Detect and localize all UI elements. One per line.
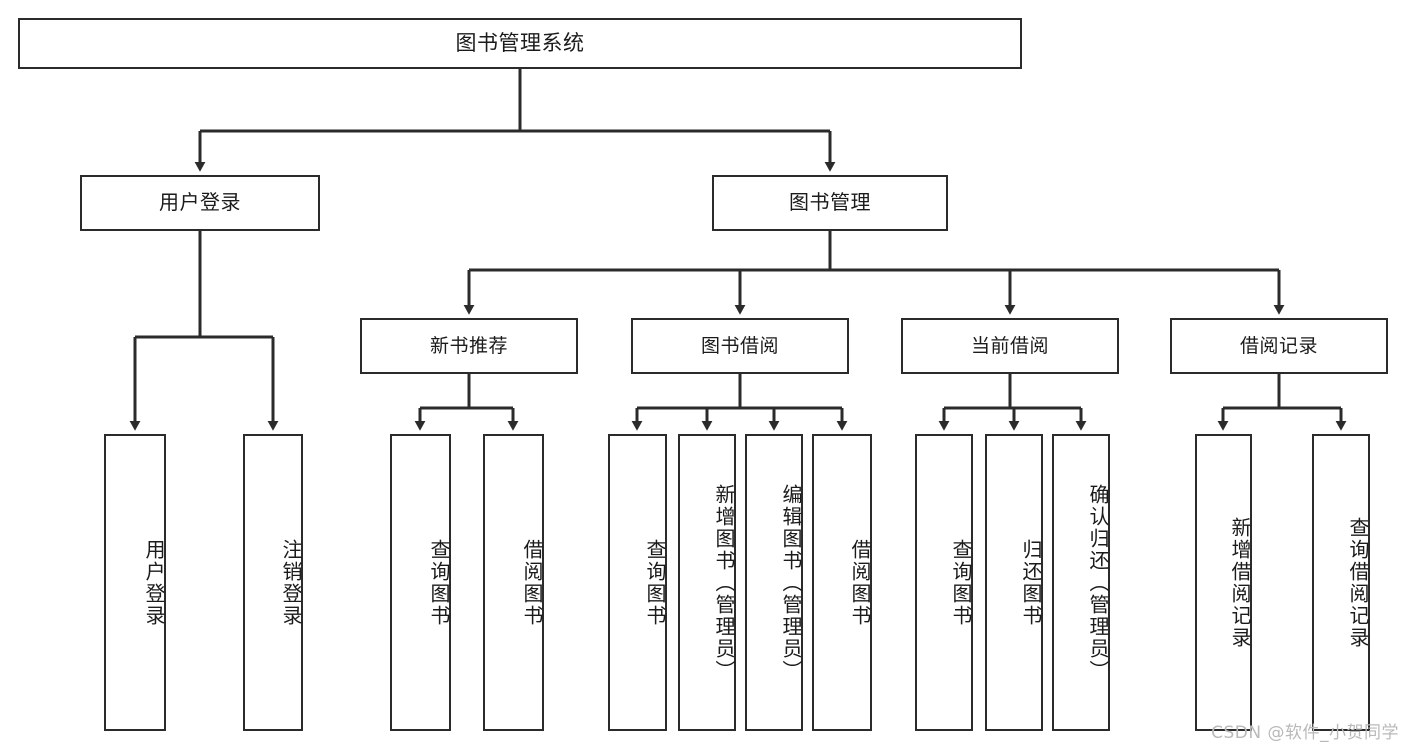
node-root[interactable]: 图书管理系统 — [18, 18, 1022, 69]
node-leaf-user-logout[interactable]: 注销登录 — [243, 434, 303, 731]
node-book-manage[interactable]: 图书管理 — [712, 175, 948, 231]
node-leaf-add-record[interactable]: 新增借阅记录 — [1195, 434, 1252, 731]
node-new-book-rec[interactable]: 新书推荐 — [360, 318, 578, 374]
node-book-manage-label: 图书管理 — [789, 190, 871, 215]
node-leaf-edit-book-label: 编辑图书（管理员） — [779, 483, 803, 682]
node-current-borrow-label: 当前借阅 — [970, 334, 1049, 357]
node-leaf-user-logout-label: 注销登录 — [279, 538, 303, 627]
node-book-borrow[interactable]: 图书借阅 — [631, 318, 849, 374]
node-leaf-add-book-label: 新增图书（管理员） — [712, 483, 736, 682]
node-leaf-borrow-book-2-label: 借阅图书 — [848, 538, 872, 627]
node-leaf-edit-book[interactable]: 编辑图书（管理员） — [745, 434, 803, 731]
node-new-book-rec-label: 新书推荐 — [429, 334, 508, 357]
node-leaf-query-book-3-label: 查询图书 — [949, 538, 973, 627]
node-leaf-borrow-book-2[interactable]: 借阅图书 — [812, 434, 872, 731]
node-leaf-add-book[interactable]: 新增图书（管理员） — [678, 434, 736, 731]
node-leaf-query-record-label: 查询借阅记录 — [1346, 516, 1370, 649]
node-root-label: 图书管理系统 — [455, 31, 585, 56]
node-leaf-borrow-book-1[interactable]: 借阅图书 — [483, 434, 544, 731]
watermark-text: CSDN @软件_小贺同学 — [1211, 723, 1399, 743]
node-leaf-confirm-return[interactable]: 确认归还（管理员） — [1052, 434, 1110, 731]
node-leaf-query-book-2[interactable]: 查询图书 — [608, 434, 667, 731]
edges-group — [129, 69, 1347, 431]
node-leaf-add-record-label: 新增借阅记录 — [1228, 516, 1252, 649]
node-borrow-record-label: 借阅记录 — [1239, 334, 1318, 357]
node-leaf-confirm-return-label: 确认归还（管理员） — [1086, 483, 1110, 682]
node-user-login-label: 用户登录 — [159, 190, 241, 215]
node-leaf-query-book-1-label: 查询图书 — [427, 538, 451, 627]
node-leaf-user-login[interactable]: 用户登录 — [104, 434, 166, 731]
node-leaf-query-book-2-label: 查询图书 — [643, 538, 667, 627]
node-leaf-return-book-label: 归还图书 — [1019, 538, 1043, 627]
node-borrow-record[interactable]: 借阅记录 — [1170, 318, 1388, 374]
node-book-borrow-label: 图书借阅 — [700, 334, 779, 357]
node-leaf-return-book[interactable]: 归还图书 — [985, 434, 1043, 731]
node-leaf-query-book-1[interactable]: 查询图书 — [390, 434, 451, 731]
node-current-borrow[interactable]: 当前借阅 — [901, 318, 1119, 374]
node-leaf-query-record[interactable]: 查询借阅记录 — [1312, 434, 1370, 731]
node-leaf-user-login-label: 用户登录 — [142, 538, 166, 627]
node-leaf-borrow-book-1-label: 借阅图书 — [520, 538, 544, 627]
node-user-login[interactable]: 用户登录 — [80, 175, 320, 231]
node-leaf-query-book-3[interactable]: 查询图书 — [915, 434, 973, 731]
